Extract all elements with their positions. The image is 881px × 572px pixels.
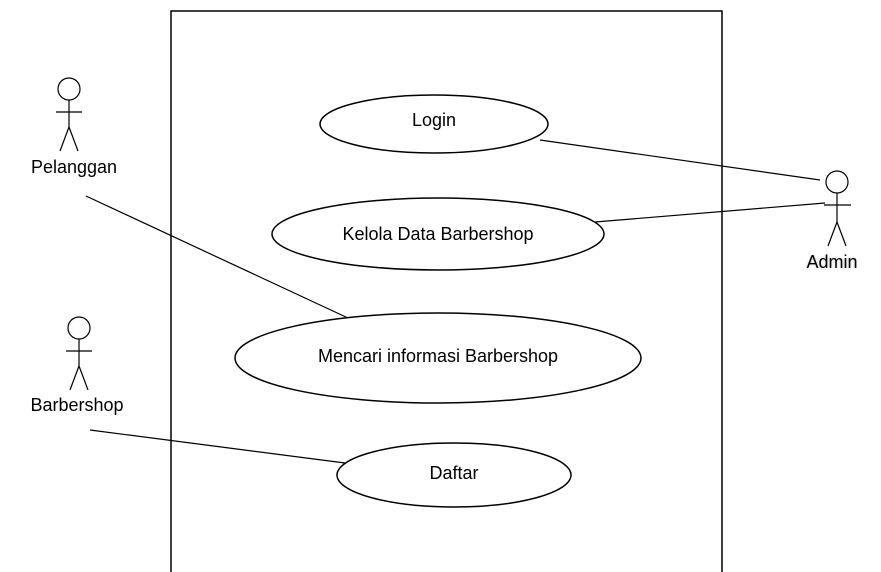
actor-head-icon [67, 316, 91, 340]
usecase-login[interactable] [319, 94, 549, 154]
usecase-mencari-informasi-barbershop[interactable] [234, 312, 642, 404]
usecase-kelola-data-barbershop[interactable] [271, 197, 605, 271]
usecase-daftar[interactable] [336, 442, 572, 508]
usecase-kelola-label: Kelola Data Barbershop [342, 224, 534, 244]
actor-pelanggan-label: Pelanggan [30, 157, 118, 177]
actor-admin-figure[interactable] [824, 170, 851, 247]
actor-head-icon [57, 77, 81, 101]
actor-pelanggan-figure[interactable] [56, 77, 82, 152]
usecase-mencari-label: Mencari informasi Barbershop [317, 346, 559, 366]
association-barbershop-daftar [89, 429, 346, 464]
system-boundary [170, 10, 723, 572]
usecase-login-label: Login [411, 110, 457, 130]
actor-head-icon [825, 170, 849, 194]
actor-barbershop-figure[interactable] [66, 316, 92, 391]
actor-barbershop-label: Barbershop [30, 395, 124, 415]
actor-admin-label: Admin [806, 252, 858, 272]
association-pelanggan-mencari [85, 195, 349, 319]
usecase-daftar-label: Daftar [429, 463, 479, 483]
association-admin-login [539, 139, 821, 181]
association-admin-kelola [594, 202, 826, 223]
